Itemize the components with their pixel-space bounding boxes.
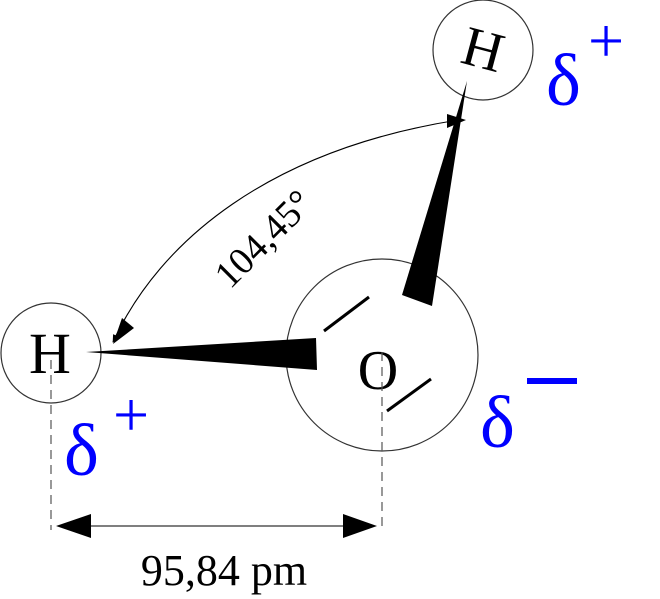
wedge-bond-top xyxy=(402,81,467,306)
bond-angle-label: 104,45° xyxy=(207,182,321,296)
hydrogen-top-label: H xyxy=(455,15,510,85)
dimension-arrowhead-right xyxy=(343,514,377,538)
charge-delta-h-left: δ xyxy=(64,410,99,492)
hydrogen-left-label: H xyxy=(29,321,71,386)
hydrogen-top-atom-circle xyxy=(432,0,534,101)
oxygen-label: O xyxy=(358,340,398,402)
angle-arrowhead-left xyxy=(113,318,134,344)
angle-arrowhead-top xyxy=(447,114,466,128)
charge-sign-o xyxy=(527,378,577,384)
wedge-bond-left xyxy=(86,338,317,370)
charge-delta-h-top: δ xyxy=(546,40,581,122)
charge-sign-h-left: + xyxy=(113,379,149,450)
charge-sign-h-top: + xyxy=(588,5,624,76)
dimension-arrowhead-left xyxy=(56,514,91,538)
lone-pair-bar-upper xyxy=(323,295,370,333)
charge-delta-o: δ xyxy=(480,382,515,464)
lone-pair-bar-lower xyxy=(386,377,432,413)
bond-length-label: 95,84 pm xyxy=(141,546,307,595)
bond-angle-arc xyxy=(112,117,459,343)
